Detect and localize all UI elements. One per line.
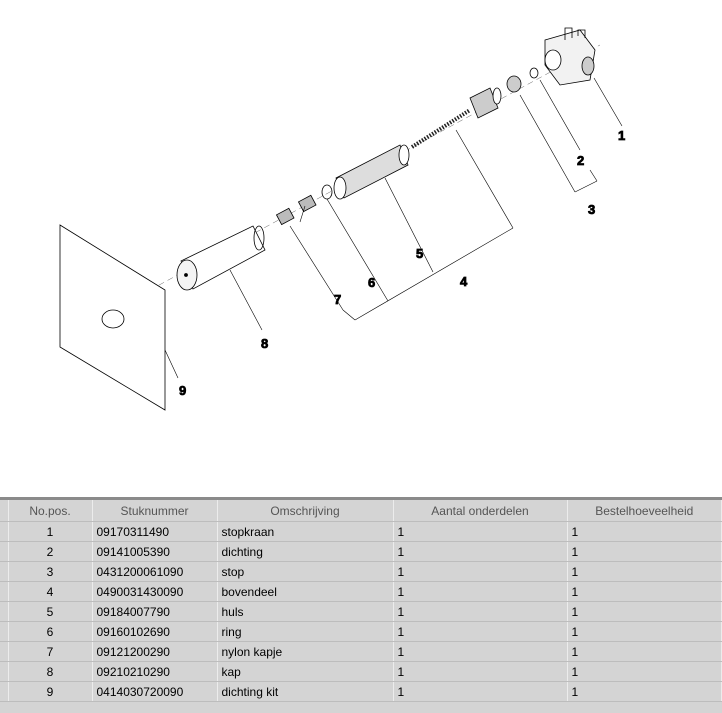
cell-order-quantity: 1 (567, 681, 722, 702)
callout-8: 8 (261, 336, 268, 351)
header-pos[interactable]: No.pos. (8, 500, 93, 522)
header-description[interactable]: Omschrijving (217, 500, 394, 522)
cell-pos: 7 (8, 641, 93, 662)
part-4-upper-part (410, 87, 502, 149)
cell-quantity: 1 (393, 521, 568, 542)
part-3-stop (506, 75, 522, 93)
cell-part-number: 0431200061090 (92, 561, 218, 582)
callout-7: 7 (334, 292, 341, 307)
cell-part-number: 09184007790 (92, 601, 218, 622)
cell-pos: 6 (8, 621, 93, 642)
cell-pos: 8 (8, 661, 93, 682)
cell-pos: 1 (8, 521, 93, 542)
cell-part-number: 09170311490 (92, 521, 218, 542)
part-9-plate (59, 224, 166, 411)
cell-part-number: 0414030720090 (92, 681, 218, 702)
cell-part-number: 09121200290 (92, 641, 218, 662)
part-1-valve (544, 27, 596, 86)
cell-description: bovendeel (217, 581, 394, 602)
cell-order-quantity: 1 (567, 641, 722, 662)
cell-pos: 2 (8, 541, 93, 562)
callout-3: 3 (588, 202, 595, 217)
header-part-number[interactable]: Stuknummer (92, 500, 218, 522)
cell-description: kap (217, 661, 394, 682)
cell-pos: 3 (8, 561, 93, 582)
callout-9: 9 (179, 383, 186, 398)
cell-pos: 9 (8, 681, 93, 702)
cell-quantity: 1 (393, 541, 568, 562)
leader-lines (164, 77, 623, 379)
callout-5: 5 (416, 246, 423, 261)
cell-part-number: 09210210290 (92, 661, 218, 682)
cell-order-quantity: 1 (567, 581, 722, 602)
part-7-nylon-caps (275, 194, 317, 226)
cell-part-number: 0490031430090 (92, 581, 218, 602)
cell-quantity: 1 (393, 601, 568, 622)
cell-description: huls (217, 601, 394, 622)
cell-order-quantity: 1 (567, 621, 722, 642)
cell-quantity: 1 (393, 621, 568, 642)
cell-quantity: 1 (393, 681, 568, 702)
part-5-sleeve (333, 144, 410, 200)
cell-quantity: 1 (393, 661, 568, 682)
parts-table: No.pos. Stuknummer Omschrijving Aantal o… (0, 497, 722, 713)
part-2-ring (529, 67, 539, 79)
cell-pos: 4 (8, 581, 93, 602)
cell-order-quantity: 1 (567, 661, 722, 682)
callout-2: 2 (577, 153, 584, 168)
callout-6: 6 (368, 275, 375, 290)
cell-description: dichting kit (217, 681, 394, 702)
callout-4: 4 (460, 274, 468, 289)
callout-1: 1 (618, 128, 625, 143)
table-header-row: No.pos. Stuknummer Omschrijving Aantal o… (0, 500, 722, 522)
header-quantity[interactable]: Aantal onderdelen (393, 500, 568, 522)
cell-description: stop (217, 561, 394, 582)
cell-order-quantity: 1 (567, 541, 722, 562)
cell-part-number: 09141005390 (92, 541, 218, 562)
exploded-view-drawing: 1 2 3 4 5 6 7 8 9 (59, 27, 626, 411)
cell-description: ring (217, 621, 394, 642)
part-8-cap (176, 225, 266, 291)
cell-quantity: 1 (393, 641, 568, 662)
cell-order-quantity: 1 (567, 521, 722, 542)
header-order-quantity[interactable]: Bestelhoeveelheid (567, 500, 722, 522)
cell-description: stopkraan (217, 521, 394, 542)
cell-description: nylon kapje (217, 641, 394, 662)
cell-order-quantity: 1 (567, 601, 722, 622)
cell-quantity: 1 (393, 581, 568, 602)
cell-part-number: 09160102690 (92, 621, 218, 642)
cell-quantity: 1 (393, 561, 568, 582)
cell-description: dichting (217, 541, 394, 562)
cell-pos: 5 (8, 601, 93, 622)
cell-order-quantity: 1 (567, 561, 722, 582)
